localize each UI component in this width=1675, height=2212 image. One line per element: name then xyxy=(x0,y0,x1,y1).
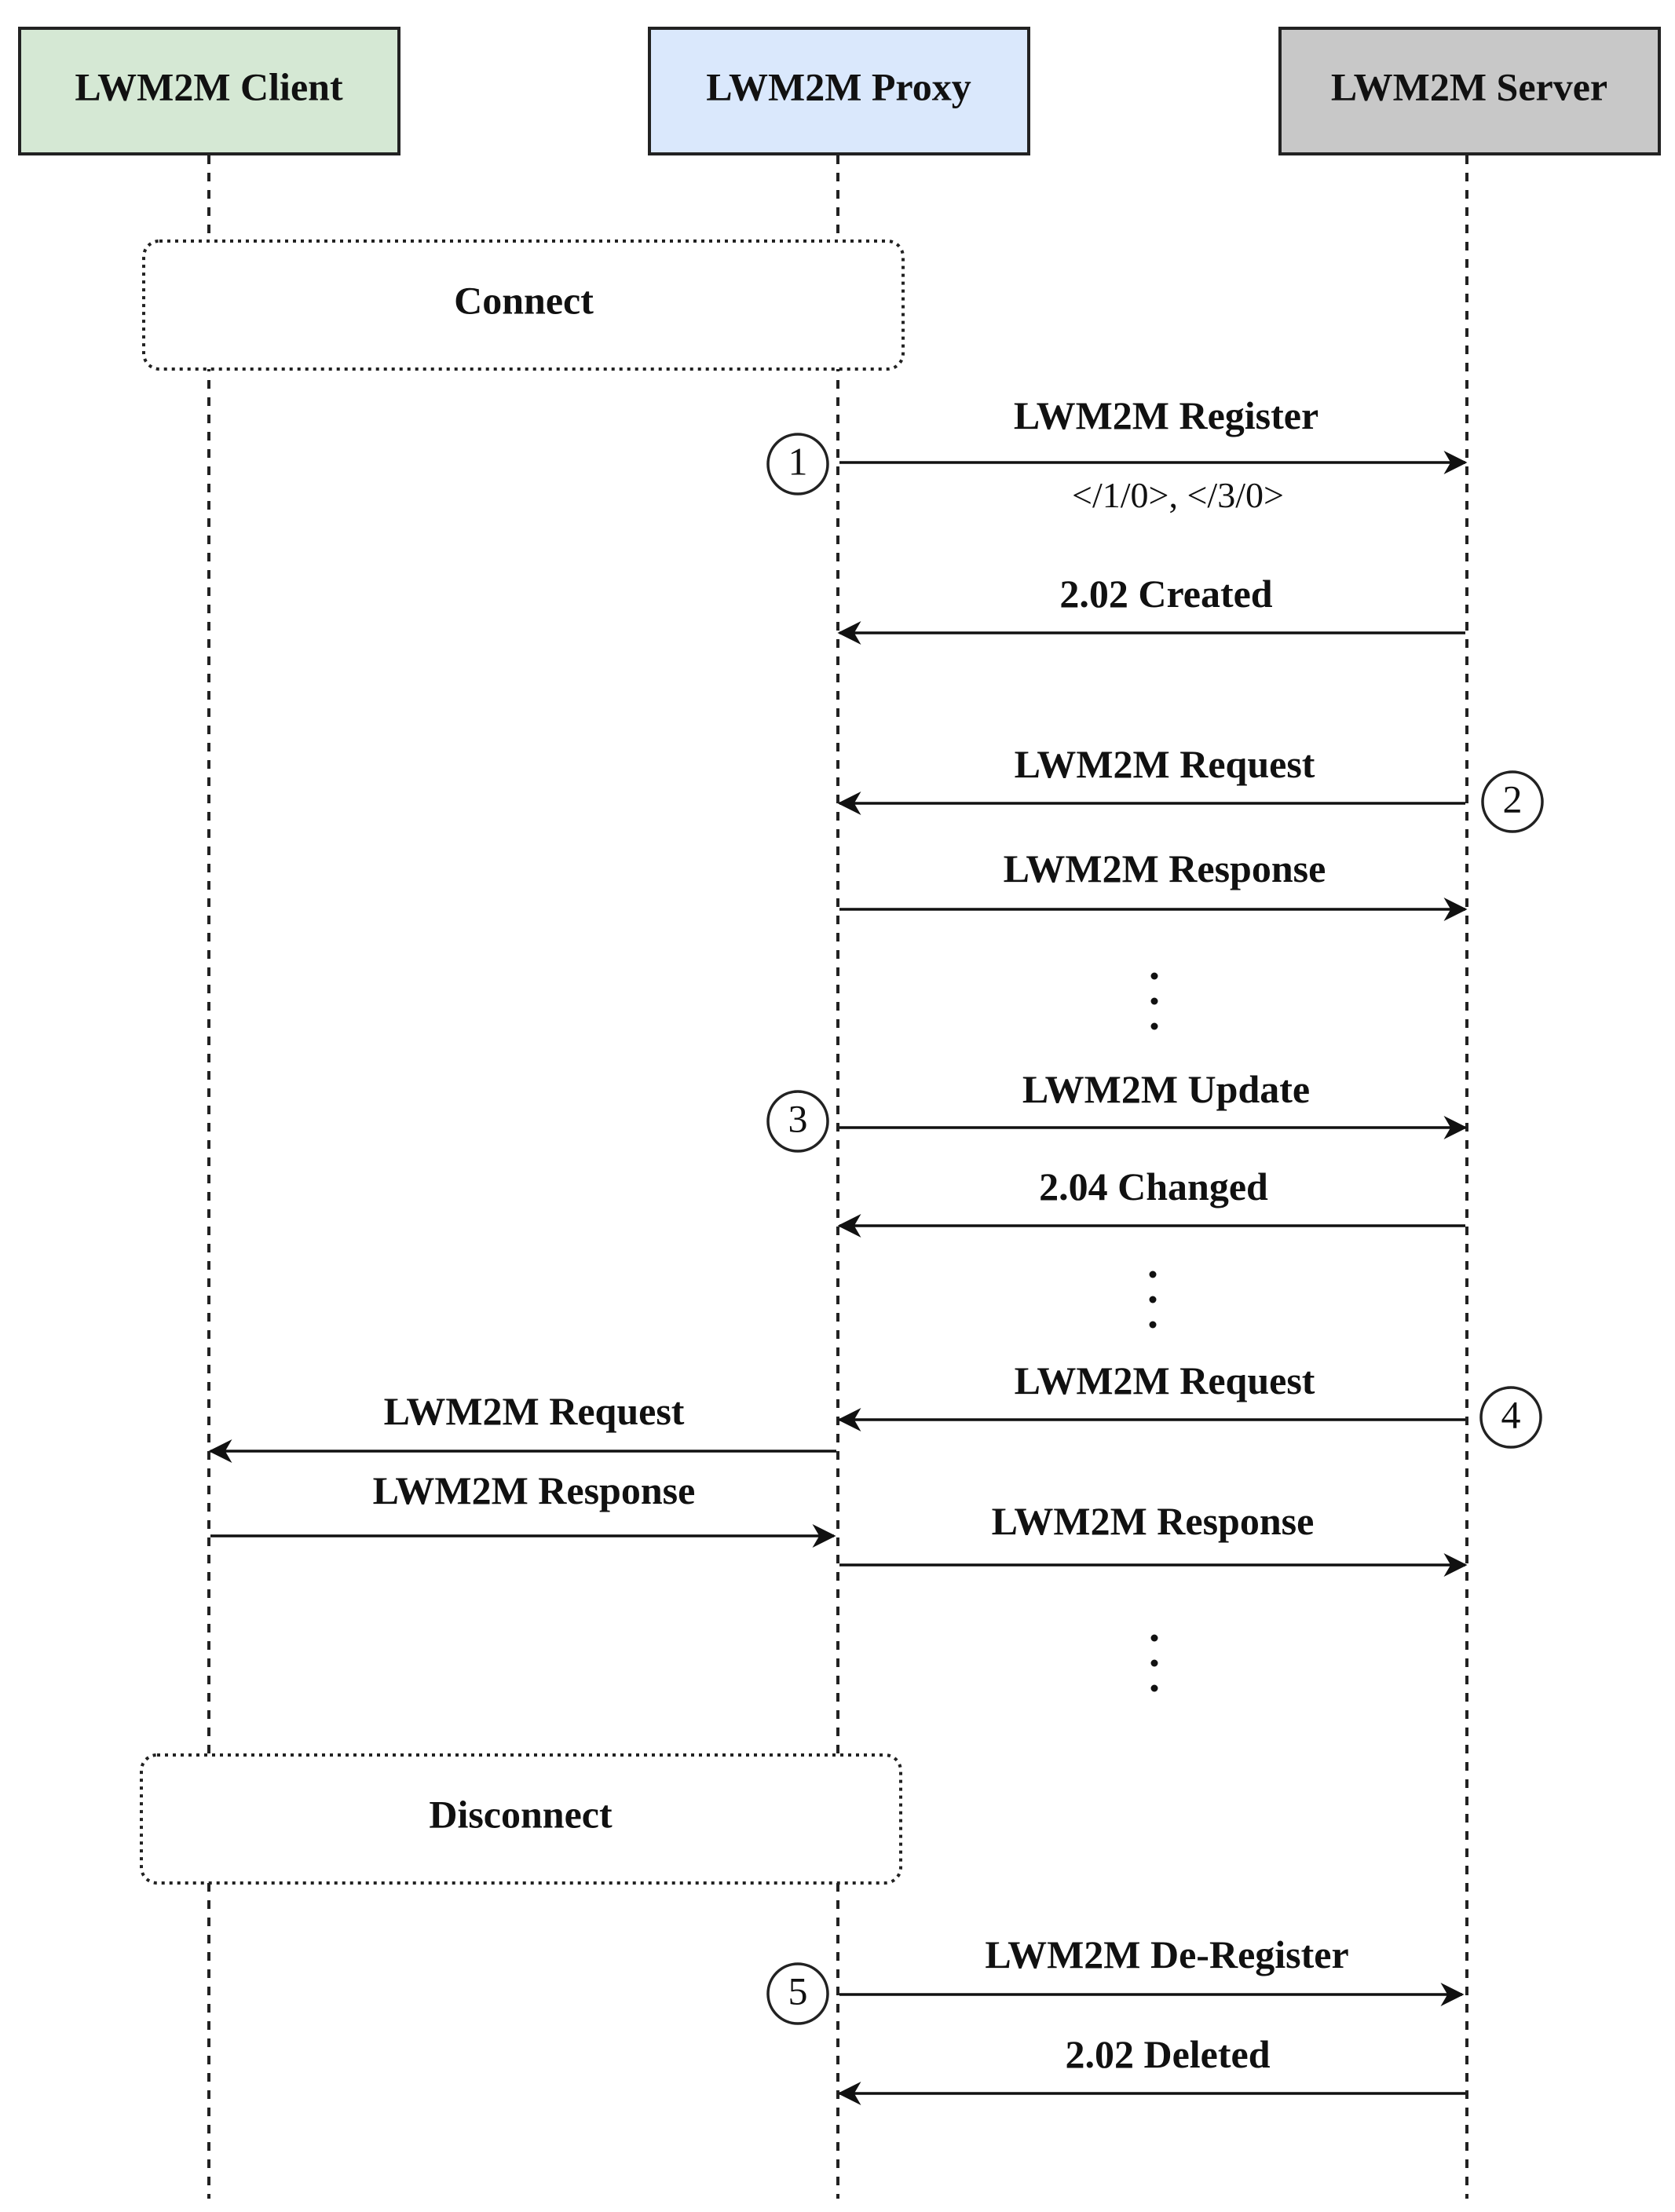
participant-server-label: LWM2M Server xyxy=(1331,64,1607,108)
ellipsis-1-dot xyxy=(1150,1022,1158,1030)
client-request-label: LWM2M Request xyxy=(384,1389,685,1433)
message-changed: 2.04 Changed xyxy=(837,1164,1465,1238)
register-sublabel: </1/0>, </3/0> xyxy=(1072,475,1284,515)
ellipsis-2 xyxy=(1149,1271,1157,1329)
step-marker-4: 4 xyxy=(1479,1386,1542,1449)
step-marker-3: 3 xyxy=(766,1090,829,1153)
register-label: LWM2M Register xyxy=(1014,393,1318,437)
ellipsis-1 xyxy=(1150,972,1158,1030)
ellipsis-3-dot xyxy=(1150,1634,1158,1642)
participant-server-box xyxy=(1278,27,1661,155)
request-2-label: LWM2M Request xyxy=(1015,1358,1315,1402)
participant-server: LWM2M Server xyxy=(1278,27,1661,155)
step-marker-2: 2 xyxy=(1481,770,1544,833)
ellipsis-1-dot xyxy=(1150,972,1158,980)
message-request-1: LWM2M Request xyxy=(837,742,1465,815)
disconnect-frame: Disconnect xyxy=(140,1753,902,1885)
step-5-circle xyxy=(766,1962,829,2025)
message-response-2: LWM2M Response xyxy=(839,1499,1468,1577)
message-request-2: LWM2M Request xyxy=(837,1358,1465,1431)
deleted-label: 2.02 Deleted xyxy=(1065,2032,1270,2076)
ellipsis-3-dot xyxy=(1150,1659,1158,1667)
ellipsis-3 xyxy=(1150,1634,1158,1692)
participant-proxy-label: LWM2M Proxy xyxy=(706,64,971,108)
connect-label: Connect xyxy=(454,278,594,322)
message-response-1: LWM2M Response xyxy=(839,846,1468,921)
request-1-label: LWM2M Request xyxy=(1015,742,1315,786)
message-client-request: LWM2M Request xyxy=(208,1389,836,1463)
message-created: 2.02 Created xyxy=(837,572,1465,645)
ellipsis-2-dot xyxy=(1149,1271,1157,1278)
response-1-label: LWM2M Response xyxy=(1004,846,1326,890)
participant-client-box xyxy=(18,27,400,155)
participant-client: LWM2M Client xyxy=(18,27,400,155)
step-1-number: 1 xyxy=(788,439,808,483)
step-3-circle xyxy=(766,1090,829,1153)
step-marker-1: 1 xyxy=(766,433,829,495)
changed-label: 2.04 Changed xyxy=(1039,1164,1268,1208)
step-2-circle xyxy=(1481,770,1544,833)
disconnect-frame-box xyxy=(140,1753,902,1885)
update-label: LWM2M Update xyxy=(1022,1067,1310,1111)
participant-proxy: LWM2M Proxy xyxy=(648,27,1030,155)
ellipsis-3-dot xyxy=(1150,1684,1158,1692)
deregister-label: LWM2M De-Register xyxy=(985,1932,1348,1976)
connect-frame-box xyxy=(142,239,905,371)
ellipsis-1-dot xyxy=(1150,997,1158,1005)
connect-frame: Connect xyxy=(142,239,905,371)
step-5-number: 5 xyxy=(788,1969,808,2013)
message-client-response: LWM2M Response xyxy=(210,1468,836,1548)
message-deleted: 2.02 Deleted xyxy=(837,2032,1465,2105)
step-3-number: 3 xyxy=(788,1096,808,1140)
message-update: LWM2M Update xyxy=(839,1067,1468,1139)
response-2-label: LWM2M Response xyxy=(992,1499,1315,1543)
step-1-circle xyxy=(766,433,829,495)
disconnect-label: Disconnect xyxy=(429,1792,613,1836)
message-deregister: LWM2M De-Register xyxy=(839,1932,1465,2006)
ellipsis-2-dot xyxy=(1149,1321,1157,1329)
step-4-number: 4 xyxy=(1501,1392,1521,1436)
created-label: 2.02 Created xyxy=(1059,572,1272,616)
step-marker-5: 5 xyxy=(766,1962,829,2025)
message-register: LWM2M Register </1/0>, </3/0> xyxy=(839,393,1468,515)
step-2-number: 2 xyxy=(1503,777,1523,821)
step-4-circle xyxy=(1479,1386,1542,1449)
ellipsis-2-dot xyxy=(1149,1296,1157,1303)
client-response-label: LWM2M Response xyxy=(373,1468,696,1512)
participant-client-label: LWM2M Client xyxy=(75,64,343,108)
participant-proxy-box xyxy=(648,27,1030,155)
